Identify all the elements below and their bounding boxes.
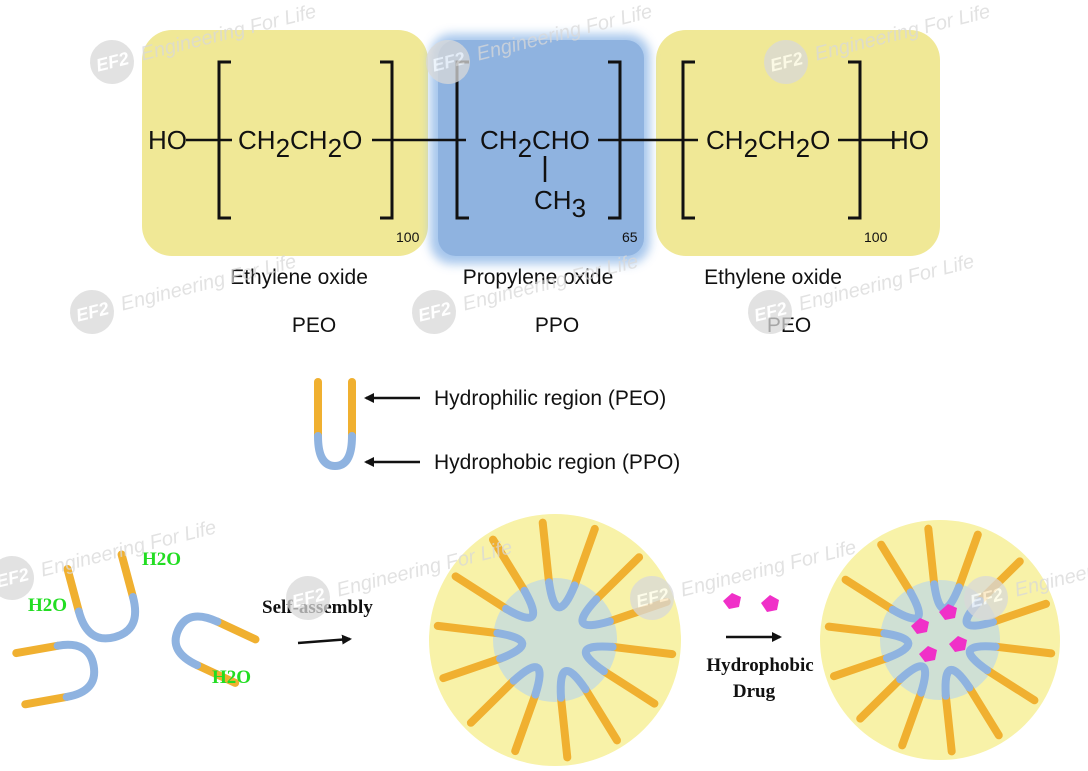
legend-hydrophilic-label: Hydrophilic region (PEO) xyxy=(434,387,666,410)
ppo-loop xyxy=(502,586,538,622)
right-end-group: HO xyxy=(890,125,929,155)
water-label-1: H2O xyxy=(142,549,181,570)
legend-hydrophobic-label: Hydrophobic region (PPO) xyxy=(434,451,680,474)
peo-chain xyxy=(830,654,891,681)
ppo-loop xyxy=(896,662,930,697)
ppo-unit: CH2CHO xyxy=(480,125,590,163)
legend-unimer-icon xyxy=(314,378,356,471)
peo-chain xyxy=(511,690,540,756)
block-abbr-1: PEO xyxy=(292,314,336,337)
peo-chain xyxy=(433,621,502,638)
peo-left-unit: CH2CH2O xyxy=(238,125,362,163)
peo-chain xyxy=(439,654,505,683)
peo-chain xyxy=(451,572,511,613)
ppo-methyl: CH3 xyxy=(534,185,586,223)
peo-chain xyxy=(989,599,1050,626)
encapsulated-drug xyxy=(911,604,967,662)
ppo-loop xyxy=(941,665,974,700)
block-abbr-2: PPO xyxy=(535,314,579,337)
peo-chain xyxy=(557,693,572,762)
ppo-loop xyxy=(880,629,913,663)
self-assembly-arrow xyxy=(297,634,352,645)
peo-chain xyxy=(581,685,621,745)
ppo-loop xyxy=(509,663,544,699)
peo-chain xyxy=(570,524,599,590)
water-label-3: H2O xyxy=(212,667,251,688)
peo-chain xyxy=(898,688,926,750)
bracket-peo-right xyxy=(681,60,862,220)
hydrophobic-drug-label-1: Hydrophobic xyxy=(706,655,813,676)
ppo-loop xyxy=(493,629,527,663)
block-name-3: Ethylene oxide xyxy=(704,266,842,289)
ppo-loop xyxy=(965,642,1000,675)
bracket-peo-left xyxy=(217,60,394,220)
peo-chain xyxy=(856,675,905,723)
ppo-loop xyxy=(556,666,590,702)
block-name-1: Ethylene oxide xyxy=(230,266,368,289)
peo-left-index: 100 xyxy=(396,229,420,245)
peo-right-index: 100 xyxy=(864,229,888,245)
micelle-drug-loaded xyxy=(820,520,1060,760)
peo-chain xyxy=(599,667,659,708)
peo-chain xyxy=(877,540,915,597)
peo-chain xyxy=(941,691,956,756)
ppo-loop xyxy=(581,642,617,676)
peo-chain xyxy=(538,518,553,587)
peo-chain xyxy=(954,530,982,592)
left-end-group: HO xyxy=(148,125,187,155)
water-label-2: H2O xyxy=(28,595,67,616)
hydrophobic-drug-label-2: Drug xyxy=(733,681,776,702)
free-unimers xyxy=(12,550,260,709)
peo-chain xyxy=(965,683,1003,740)
peo-right-unit: CH2CH2O xyxy=(706,125,830,163)
ppo-loop xyxy=(578,595,614,629)
ppo-index: 65 xyxy=(622,229,638,245)
peo-chain xyxy=(608,642,677,659)
drug-molecules-free xyxy=(723,593,779,612)
block-name-2: Propylene oxide xyxy=(463,266,614,289)
peo-chain xyxy=(466,676,518,727)
micelle-empty xyxy=(429,514,681,766)
peo-chain xyxy=(824,622,889,638)
peo-chain xyxy=(983,666,1039,705)
ppo-loop xyxy=(888,588,923,623)
peo-chain xyxy=(991,642,1056,658)
unimer-2 xyxy=(12,640,99,709)
unimer-1 xyxy=(63,550,140,643)
peo-chain xyxy=(924,524,939,589)
peo-chain xyxy=(489,535,529,595)
peo-chain xyxy=(841,575,897,614)
unimer-3 xyxy=(171,612,260,687)
peo-chain xyxy=(592,553,644,604)
ppo-loop xyxy=(545,578,579,612)
